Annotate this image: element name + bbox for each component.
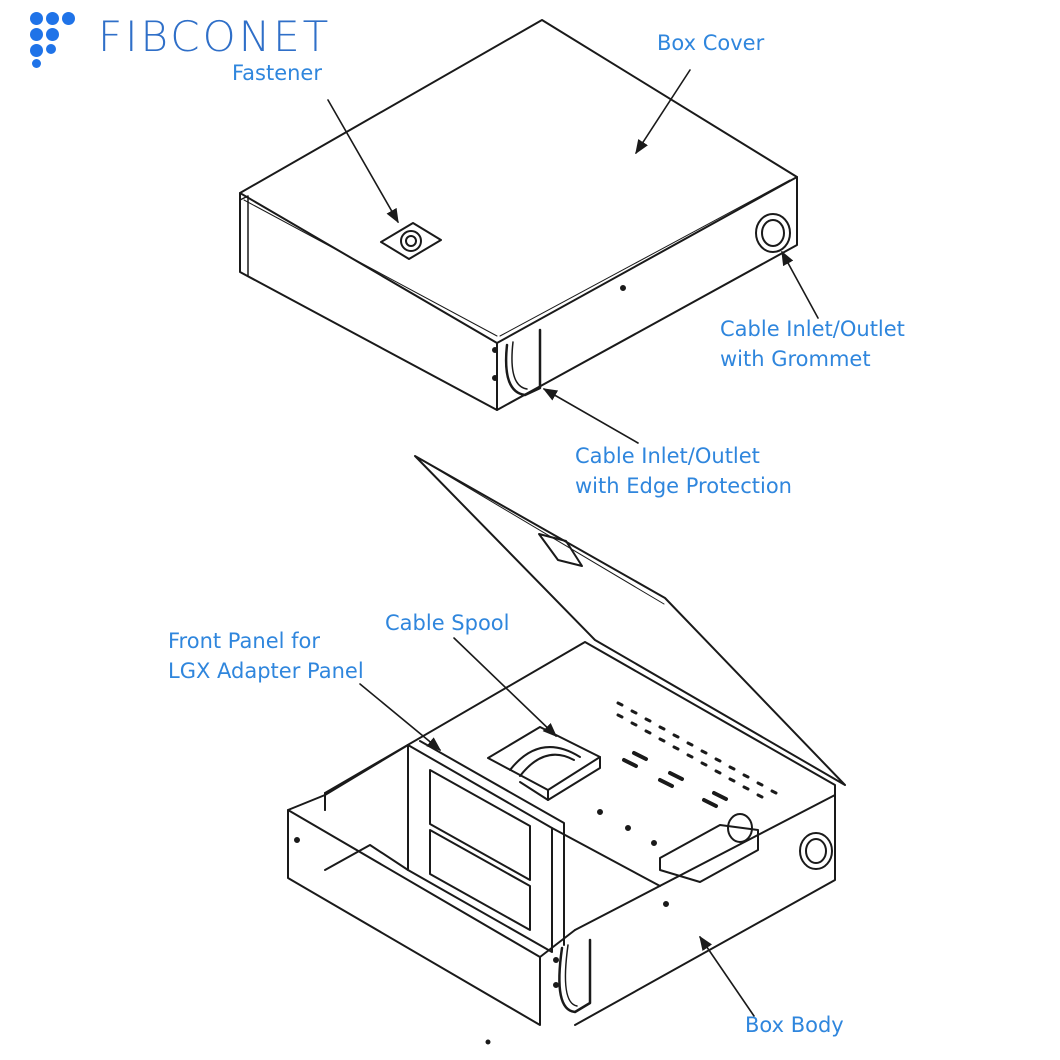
arrow-box-cover: [635, 69, 691, 155]
logo-dots-icon: [28, 6, 84, 68]
arrow-front-panel: [359, 683, 442, 751]
grommet-drawing: [755, 213, 791, 253]
box-cover-drawing: [239, 19, 798, 411]
label-cable-spool: Cable Spool: [385, 611, 510, 635]
arrow-edge-protection: [542, 388, 639, 444]
leader-arrows: [327, 69, 819, 1017]
arrow-fastener: [327, 99, 399, 224]
arrow-grommet: [781, 250, 819, 319]
label-box-body: Box Body: [745, 1013, 844, 1037]
box-body-drawing: [287, 455, 846, 1045]
front-panel-drawing: [407, 740, 661, 953]
label-cable-edge-protection: Cable Inlet/Outlet with Edge Protection: [575, 444, 792, 498]
arrow-box-body: [699, 935, 755, 1017]
fastener-drawing: [380, 222, 442, 260]
label-cable-grommet: Cable Inlet/Outlet with Grommet: [720, 317, 905, 371]
label-fastener: Fastener: [232, 61, 322, 85]
label-front-panel: Front Panel for LGX Adapter Panel: [168, 629, 364, 683]
brand-name: FIBCONET: [98, 12, 332, 61]
cable-spool-drawing: [487, 726, 601, 801]
label-box-cover: Box Cover: [657, 31, 765, 55]
arrow-cable-spool: [453, 637, 558, 737]
brand-logo: FIBCONET: [28, 6, 331, 68]
